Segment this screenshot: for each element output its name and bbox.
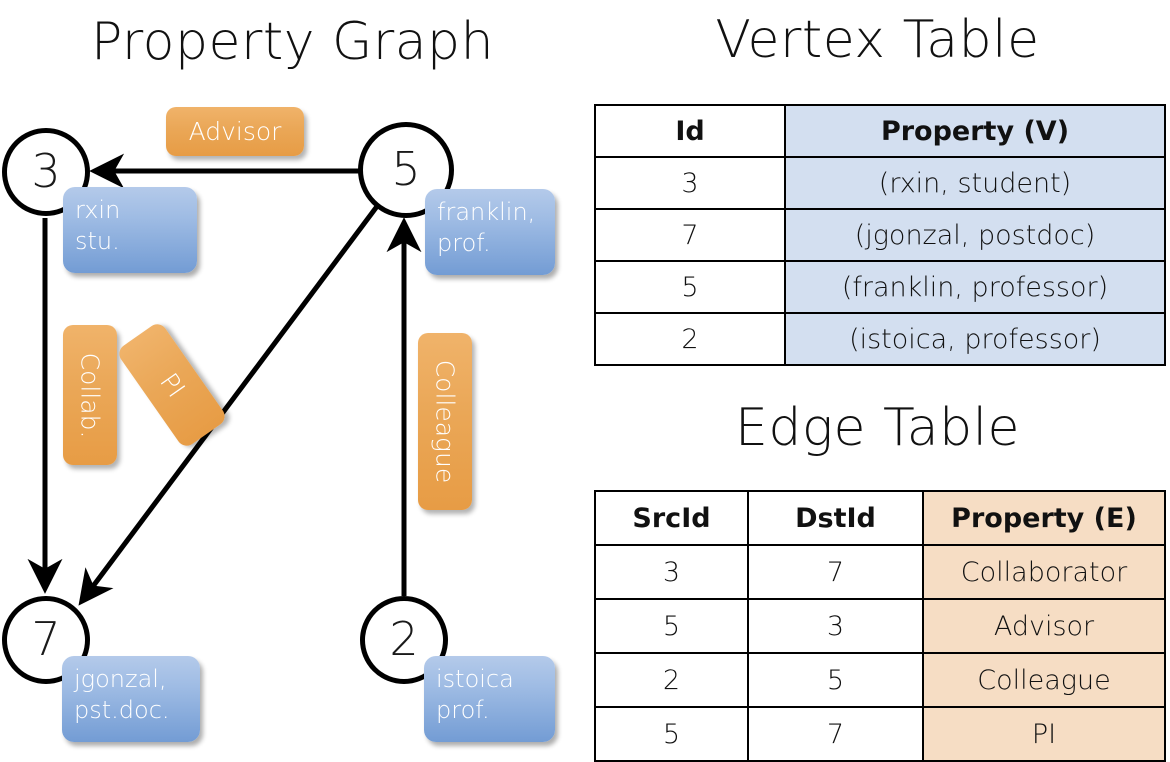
- edge-table-cell-property: Advisor: [922, 598, 1166, 654]
- edge-table-cell-srcid: 2: [594, 652, 749, 708]
- property-graph-canvas: 3 5 7 2 rxin stu. franklin, prof. jgonza…: [0, 0, 585, 760]
- graph-node-7-property-box: jgonzal, pst.doc.: [62, 656, 200, 742]
- edge-table-header-srcid: SrcId: [594, 490, 749, 546]
- vertex-table-row[interactable]: 5 (franklin, professor): [594, 260, 1166, 314]
- graph-node-5[interactable]: 5: [358, 122, 454, 218]
- page-title-edge-table: Edge Table: [734, 398, 1021, 458]
- edge-table-header-row: SrcId DstId Property (E): [594, 490, 1166, 546]
- graph-node-5-property-box: franklin, prof.: [425, 189, 555, 275]
- vertex-table-cell-id: 7: [594, 208, 786, 262]
- vertex-table-header-row: Id Property (V): [594, 104, 1166, 158]
- page-title-vertex-table: Vertex Table: [715, 10, 1040, 70]
- edge-table-row[interactable]: 3 7 Collaborator: [594, 544, 1166, 600]
- edge-table-cell-property: PI: [922, 706, 1166, 762]
- graph-node-3-label: 3: [31, 143, 61, 198]
- edge-table-row[interactable]: 2 5 Colleague: [594, 652, 1166, 708]
- vertex-table-row[interactable]: 2 (istoica, professor): [594, 312, 1166, 366]
- edge-label-collab-text: Collab.: [75, 352, 105, 438]
- graph-node-2-property-line1: istoica: [436, 665, 514, 693]
- graph-node-2[interactable]: 2: [360, 596, 448, 684]
- edge-table-header-dstid: DstId: [747, 490, 924, 546]
- graph-node-7-property-line2: pst.doc.: [74, 696, 170, 725]
- graph-node-5-label: 5: [391, 141, 421, 196]
- graph-node-2-property-line2: prof.: [436, 696, 490, 725]
- graph-node-3-property-box: rxin stu.: [63, 187, 197, 273]
- edge-table-cell-srcid: 5: [594, 598, 749, 654]
- edge-table-row[interactable]: 5 3 Advisor: [594, 598, 1166, 654]
- graph-node-7-property-line1: jgonzal,: [74, 665, 167, 693]
- graph-node-2-property-box: istoica prof.: [424, 656, 555, 742]
- edge-label-colleague: Colleague: [418, 333, 472, 510]
- vertex-table: Id Property (V) 3 (rxin, student) 7 (jgo…: [594, 104, 1166, 366]
- vertex-table-cell-property: (rxin, student): [784, 156, 1166, 210]
- vertex-table-row[interactable]: 7 (jgonzal, postdoc): [594, 208, 1166, 262]
- edge-label-colleague-text: Colleague: [430, 359, 460, 484]
- page-title-property-graph: Property Graph: [90, 12, 495, 72]
- edge-table-row[interactable]: 5 7 PI: [594, 706, 1166, 762]
- edge-5-to-7-pi: [78, 203, 381, 606]
- graph-node-3-property-line2: stu.: [75, 227, 120, 256]
- graph-node-3-property-line1: rxin: [75, 196, 121, 224]
- graph-edges-svg: [27, 153, 422, 606]
- graph-node-5-property-line2: prof.: [437, 229, 491, 258]
- edge-label-advisor-text: Advisor: [188, 117, 282, 146]
- graph-node-7-label: 7: [31, 611, 61, 666]
- edge-table-cell-srcid: 5: [594, 706, 749, 762]
- edge-label-collab: Collab.: [63, 325, 117, 465]
- edge-table-cell-dstid: 3: [747, 598, 924, 654]
- edge-table-cell-property: Collaborator: [922, 544, 1166, 600]
- vertex-table-header-id: Id: [594, 104, 786, 158]
- vertex-table-cell-id: 2: [594, 312, 786, 366]
- vertex-table-header-property: Property (V): [784, 104, 1166, 158]
- vertex-table-cell-property: (franklin, professor): [784, 260, 1166, 314]
- edge-table-cell-dstid: 7: [747, 544, 924, 600]
- edge-table-cell-srcid: 3: [594, 544, 749, 600]
- edge-label-advisor: Advisor: [166, 107, 304, 156]
- graph-node-5-property-line1: franklin,: [437, 198, 536, 226]
- edge-table-cell-dstid: 7: [747, 706, 924, 762]
- graph-node-2-label: 2: [389, 611, 419, 666]
- vertex-table-cell-property: (jgonzal, postdoc): [784, 208, 1166, 262]
- vertex-table-cell-id: 3: [594, 156, 786, 210]
- edge-table-cell-property: Colleague: [922, 652, 1166, 708]
- vertex-table-cell-id: 5: [594, 260, 786, 314]
- edge-table-header-property: Property (E): [922, 490, 1166, 546]
- edge-table-cell-dstid: 5: [747, 652, 924, 708]
- edge-table: SrcId DstId Property (E) 3 7 Collaborato…: [594, 490, 1166, 762]
- vertex-table-row[interactable]: 3 (rxin, student): [594, 156, 1166, 210]
- edge-label-pi-text: PI: [153, 367, 191, 403]
- vertex-table-cell-property: (istoica, professor): [784, 312, 1166, 366]
